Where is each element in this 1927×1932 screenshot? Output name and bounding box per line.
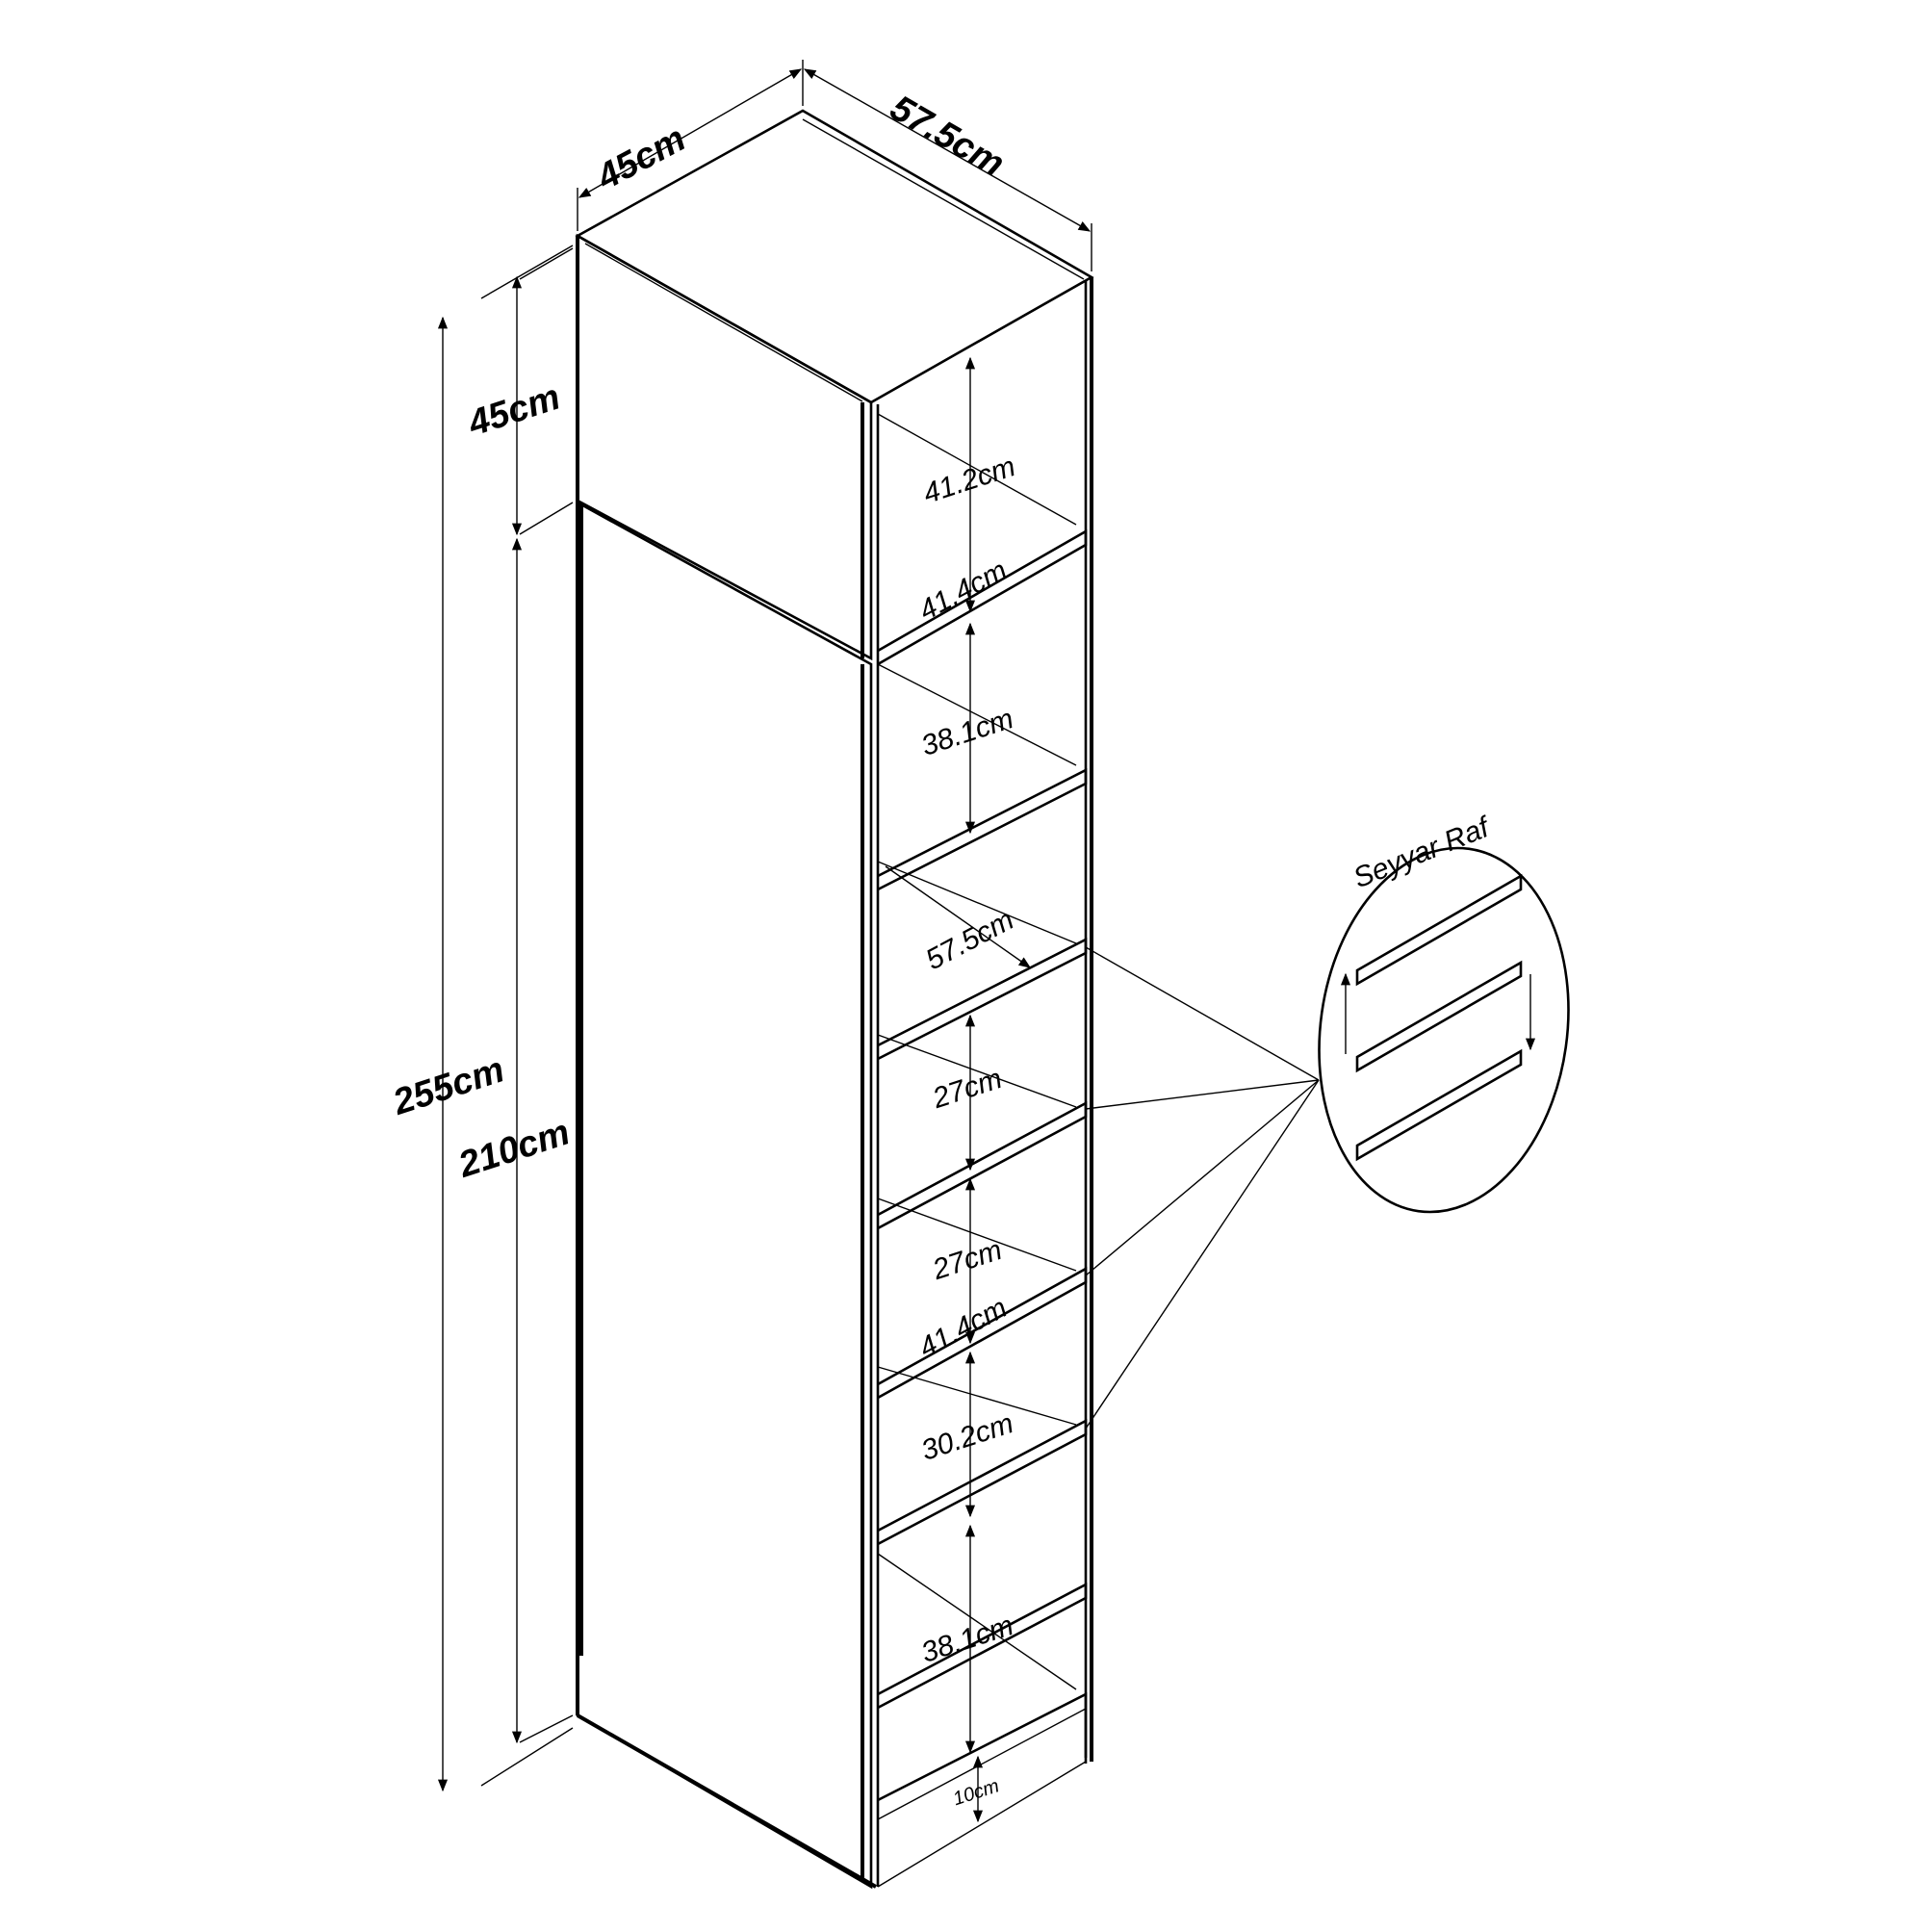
total-height-label: 255cm xyxy=(388,1049,509,1123)
movable-shelf-bottom xyxy=(1355,1048,1523,1162)
lower-cabinet-height-label: 210cm xyxy=(453,1112,575,1186)
overall-width-label: 45cm xyxy=(590,118,692,198)
inner-depth-label: 57.5cm xyxy=(920,904,1018,976)
overall-depth-label: 57.5cm xyxy=(884,88,1012,185)
overall-dimensions xyxy=(437,60,1092,1792)
top-compartment-height-label: 41.2cm xyxy=(919,451,1019,510)
top-cabinet-height-label: 45cm xyxy=(463,377,565,445)
fourth-compartment-height-label: 27cm xyxy=(928,1063,1006,1115)
interior-dimensions xyxy=(885,356,1032,1823)
lower-inner-width-label: 41.4cm xyxy=(913,1292,1012,1364)
cabinet-body xyxy=(575,109,1094,1890)
callout-title: Seyyar Raf xyxy=(1349,811,1495,894)
movable-shelf-callout xyxy=(1318,846,1570,1214)
second-compartment-height-label: 38.1cm xyxy=(917,703,1017,762)
plinth-height-label: 10cm xyxy=(950,1775,1001,1810)
movable-shelf-middle xyxy=(1355,960,1523,1073)
sixth-compartment-height-label: 30.2cm xyxy=(917,1407,1017,1467)
fifth-compartment-height-label: 27cm xyxy=(928,1234,1006,1286)
movable-shelf-top xyxy=(1355,873,1523,987)
upper-door xyxy=(576,233,873,661)
lower-door xyxy=(576,500,873,1890)
callout-ellipse xyxy=(1318,846,1570,1214)
callout-leaders xyxy=(1085,946,1320,1430)
labels: 45cm 57.5cm 255cm 45cm 210cm 41.2cm 41.4… xyxy=(388,88,1496,1810)
